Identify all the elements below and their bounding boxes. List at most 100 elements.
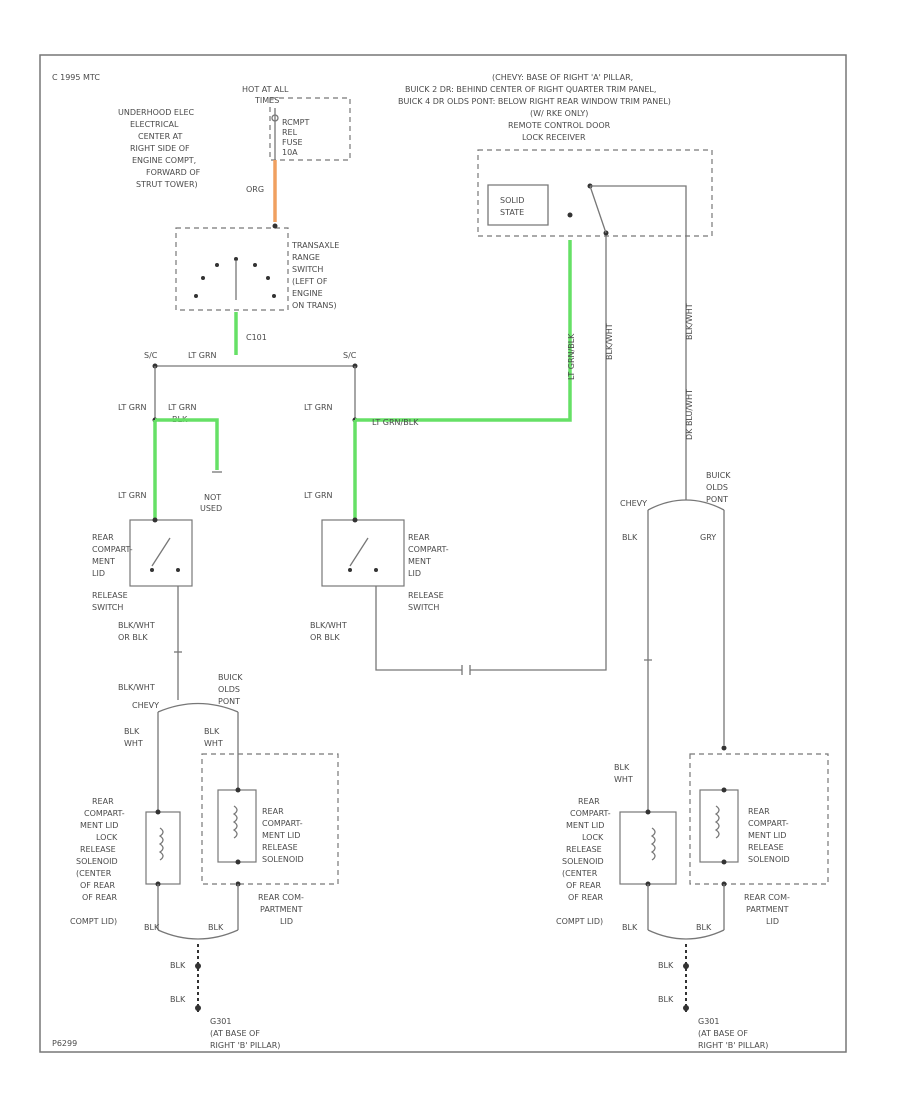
ltgrn-r1-label: LT GRN bbox=[304, 403, 333, 412]
lcs-label-1: REAR bbox=[92, 797, 114, 806]
solid-state-line-2: STATE bbox=[500, 208, 524, 217]
transaxle-label-line-4: (LEFT OF bbox=[292, 277, 328, 286]
left-switch-label-2: COMPART- bbox=[92, 545, 133, 554]
hot-at-all-label: HOT AT ALL bbox=[242, 85, 289, 94]
ground-l-3: RIGHT 'B' PILLAR) bbox=[210, 1041, 280, 1050]
ground-l-1: G301 bbox=[210, 1017, 231, 1026]
right-sol-pin-a bbox=[721, 787, 727, 793]
left-center-sol-pin-a bbox=[155, 809, 161, 815]
not-used-wire bbox=[155, 418, 219, 470]
bop-l-line-2: OLDS bbox=[218, 685, 240, 694]
receiver-internal-wire bbox=[590, 185, 687, 240]
right-ground-dot-1 bbox=[683, 963, 689, 969]
fuse-label-4: 10A bbox=[282, 148, 298, 157]
ls-label-4: RELEASE bbox=[262, 843, 298, 852]
right-switch-label-1: REAR bbox=[408, 533, 430, 542]
underhood-note-line-2: ELECTRICAL bbox=[130, 120, 179, 129]
not-used-line-1: NOT bbox=[204, 493, 221, 502]
chevy-note-line-2: BUICK 2 DR: BEHIND CENTER OF RIGHT QUART… bbox=[405, 85, 656, 94]
blkwht-r-line-2: OR BLK bbox=[310, 633, 340, 642]
blk-l1-label: BLK bbox=[144, 923, 160, 932]
left-switch-label-1: REAR bbox=[92, 533, 114, 542]
bop-l-line-3: PONT bbox=[218, 697, 240, 706]
left-merge-curve bbox=[157, 929, 239, 940]
chevy-note-line-1: (CHEVY: BASE OF RIGHT 'A' PILLAR, bbox=[492, 73, 633, 82]
org-label: ORG bbox=[246, 185, 264, 194]
transaxle-switch-contacts bbox=[194, 257, 276, 300]
bop-l-line-1: BUICK bbox=[218, 673, 243, 682]
lcs-label-6: SOLENOID bbox=[76, 857, 118, 866]
ls-label-1: REAR bbox=[262, 807, 284, 816]
rc-l-3: LID bbox=[280, 917, 293, 926]
underhood-note-line-5: ENGINE COMPT, bbox=[132, 156, 196, 165]
chevy-note-line-5: REMOTE CONTROL DOOR bbox=[508, 121, 611, 130]
right-switch-label: REAR COMPART- MENT LID RELEASE SWITCH bbox=[408, 533, 449, 612]
blk-r1-label: BLK bbox=[622, 533, 638, 542]
blk-wht-a-1: BLK bbox=[124, 727, 140, 736]
blk-wht-b-2: WHT bbox=[204, 739, 223, 748]
rs-label-5: SOLENOID bbox=[748, 855, 790, 864]
ltgrn-blk-wire bbox=[355, 240, 572, 422]
relay-arm bbox=[589, 185, 607, 234]
rcs-label-1: REAR bbox=[578, 797, 600, 806]
v-right-label: BLK/WHT bbox=[685, 303, 694, 340]
rcs-label-6: SOLENOID bbox=[562, 857, 604, 866]
blkwht-l-line-1: BLK/WHT bbox=[118, 621, 155, 630]
rs-label-3: MENT LID bbox=[748, 831, 786, 840]
right-center-sol-pin-a bbox=[645, 809, 651, 815]
blk-r-bottom2: BLK bbox=[696, 923, 712, 932]
contact-dot bbox=[272, 294, 276, 298]
underhood-note-line-3: CENTER AT bbox=[138, 132, 183, 141]
contact-dot bbox=[266, 276, 270, 280]
blk-wht-a-2: WHT bbox=[124, 739, 143, 748]
fuse-label-2: REL bbox=[282, 128, 298, 137]
ltgrn-top-label: LT GRN bbox=[188, 351, 217, 360]
contact-dot bbox=[201, 276, 205, 280]
left-switch-contact-2 bbox=[176, 568, 180, 572]
rcs-label-3: MENT LID bbox=[566, 821, 604, 830]
rs-label-2: COMPART- bbox=[748, 819, 789, 828]
right-ground-dot-2 bbox=[683, 1005, 689, 1011]
blk-wht-c-2: WHT bbox=[614, 775, 633, 784]
blk-g3-label: BLK bbox=[658, 961, 674, 970]
right-center-solenoid-body bbox=[619, 811, 677, 885]
contact-dot bbox=[253, 263, 257, 267]
solid-state-block bbox=[487, 184, 549, 226]
rs-label-4: RELEASE bbox=[748, 843, 784, 852]
rcs-label-8: OF REAR bbox=[566, 881, 602, 890]
chevy-l-label: CHEVY bbox=[132, 701, 159, 710]
left-center-coil bbox=[158, 827, 164, 861]
left-sol-pin-a bbox=[235, 787, 241, 793]
rc-r-3: LID bbox=[766, 917, 779, 926]
underhood-note: UNDERHOOD ELEC ELECTRICAL CENTER AT RIGH… bbox=[118, 108, 201, 189]
left-switch-label-4: LID bbox=[92, 569, 105, 578]
left-switch-label-6: SWITCH bbox=[92, 603, 123, 612]
chevy-r-label: CHEVY bbox=[620, 499, 647, 508]
right-switch-label-4: LID bbox=[408, 569, 421, 578]
left-switch-contact bbox=[150, 568, 154, 572]
chevy-note-line-3: BUICK 4 DR OLDS PONT: BELOW RIGHT REAR W… bbox=[398, 97, 671, 106]
contact-dot bbox=[234, 257, 238, 261]
right-merge-curve bbox=[647, 929, 725, 940]
rc-r-1: REAR COM- bbox=[744, 893, 790, 902]
transaxle-label-line-5: ENGINE bbox=[292, 289, 323, 298]
lcs-label-9: OF REAR bbox=[82, 893, 118, 902]
right-switch-contact bbox=[348, 568, 352, 572]
lcs-label-5: RELEASE bbox=[80, 845, 116, 854]
blk-wht-b-1: BLK bbox=[204, 727, 220, 736]
blkwht-r-line-1: BLK/WHT bbox=[310, 621, 347, 630]
left-solenoid-box bbox=[201, 753, 339, 885]
underhood-fuse-box bbox=[269, 97, 351, 161]
receiver-location-note: (CHEVY: BASE OF RIGHT 'A' PILLAR, BUICK … bbox=[398, 73, 671, 142]
blk-wht-c-1: BLK bbox=[614, 763, 630, 772]
right-center-solenoid-label: REAR COMPART- MENT LID LOCK RELEASE SOLE… bbox=[556, 797, 611, 926]
ltgrn-r3-label: LT GRN bbox=[304, 491, 333, 500]
right-switch-terminal bbox=[352, 517, 358, 523]
left-switch-label: REAR COMPART- MENT LID RELEASE SWITCH bbox=[92, 533, 133, 612]
left-split-curve bbox=[157, 702, 239, 713]
lcs-label-3: MENT LID bbox=[80, 821, 118, 830]
left-solenoid-coil bbox=[232, 805, 238, 839]
chevy-note-line-4: (W/ RKE ONLY) bbox=[530, 109, 588, 118]
fuse-symbol bbox=[271, 114, 279, 122]
